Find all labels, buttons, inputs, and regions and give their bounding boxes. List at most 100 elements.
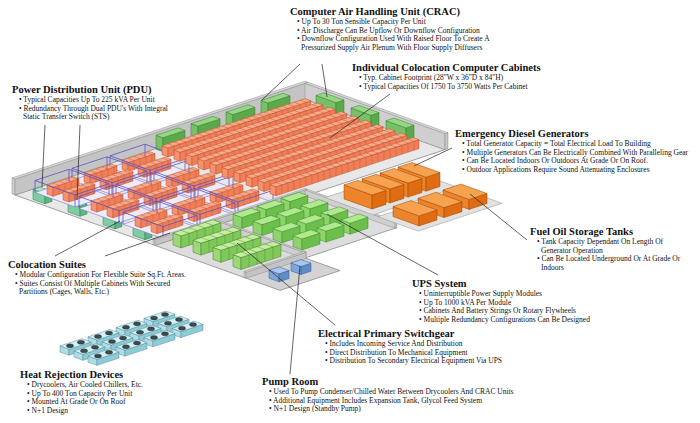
cabinet-row-divider	[212, 202, 218, 204]
drycooler-top	[172, 321, 203, 332]
cabinet-row-divider	[212, 207, 213, 216]
callout-bullet: • Suites Consist Of Multiple Cabinets Wi…	[10, 280, 188, 297]
cabinet-row-divider	[318, 173, 319, 182]
cabinet-row-divider	[354, 132, 360, 134]
cabinet-row-divider	[312, 105, 318, 107]
cabinet-row-divider	[134, 187, 140, 189]
cabinet-row-divider	[216, 145, 222, 147]
cabinet-row-divider	[246, 159, 252, 161]
cabinet-row-divider	[324, 142, 330, 144]
cabinet-row-divider	[336, 163, 342, 165]
cabinet-row-divider	[288, 112, 294, 114]
ups-module-top	[281, 192, 308, 201]
cabinet-row-divider	[300, 133, 306, 135]
ups-module-top	[317, 222, 344, 231]
cabinet-row-divider	[378, 153, 379, 162]
cabinet-row-divider	[246, 143, 252, 145]
cabinet-row-divider	[198, 134, 204, 136]
switchgear-lineup-divider	[273, 247, 274, 259]
cabinet-row-divider	[330, 165, 336, 167]
cabinet-row-divider	[240, 137, 246, 139]
cabinet-row-divider	[134, 156, 140, 158]
cabinet-row-divider	[246, 126, 252, 128]
suite-cage	[160, 189, 235, 215]
cabinet-row-divider	[282, 156, 288, 158]
callout-bullet: • Outdoor Applications Require Sound Att…	[457, 166, 693, 175]
cage-post	[113, 185, 114, 197]
cabinet-row-divider	[192, 152, 198, 154]
cabinet-row-top	[210, 183, 243, 194]
cabinet-row-divider	[186, 138, 192, 140]
cabinet-row-divider	[252, 166, 258, 168]
cabinet-row-divider	[288, 183, 289, 192]
pump-room-floor	[245, 258, 340, 290]
cabinet-row-top	[151, 214, 183, 225]
switchgear-lineup-divider	[265, 250, 266, 262]
cabinet-row-divider	[112, 175, 118, 177]
cabinet-row-divider	[300, 100, 306, 102]
cabinet-row-divider	[300, 142, 306, 144]
cabinet-row-divider	[181, 217, 182, 226]
cabinet-row-divider	[324, 150, 330, 152]
cabinet-row-divider	[414, 141, 415, 150]
cabinet-row-divider	[258, 131, 264, 133]
cabinet-row-divider	[294, 110, 300, 112]
crac-unit-top	[386, 118, 414, 128]
callout-bullet: • Used To Pump Condenser/Chilled Water B…	[264, 388, 552, 397]
ups-module-top	[233, 208, 260, 217]
cabinet-row-divider	[264, 129, 270, 131]
drycooler-fan	[122, 325, 129, 329]
cabinet-row-divider	[348, 159, 354, 161]
cabinet-row-divider	[300, 150, 306, 152]
cabinet-row-divider	[130, 173, 131, 182]
cabinet-row-divider	[174, 142, 180, 144]
callout-bullet: • Multiple Generators Can Be Electricall…	[457, 149, 693, 158]
cabinet-row-divider	[140, 189, 141, 198]
cabinet-row-divider	[222, 126, 228, 128]
cabinet-row-divider	[196, 197, 202, 199]
cabinet-row-divider	[270, 135, 276, 137]
cabinet-row-divider	[396, 135, 402, 137]
cabinet-row-divider	[390, 145, 396, 147]
cabinet-row-divider	[312, 171, 318, 173]
cage-post	[194, 186, 195, 198]
cabinet-row-top	[84, 164, 117, 175]
drycooler-fan	[150, 316, 157, 320]
cabinet-row-divider	[204, 148, 210, 150]
cabinet-row-divider	[342, 119, 348, 121]
cabinet-row-divider	[156, 160, 162, 162]
cabinet-row-divider	[234, 147, 240, 149]
cabinet-row-divider	[324, 134, 330, 136]
cabinet-row-divider	[270, 152, 276, 154]
leader-line	[322, 64, 327, 97]
cabinet-row-divider	[210, 146, 216, 148]
cabinet-row-divider	[144, 164, 150, 166]
callout-bullet: • Typical Capacities Of 1750 To 3750 Wat…	[354, 83, 567, 92]
cabinet-row-divider	[342, 144, 348, 146]
cabinet-row-divider	[288, 170, 294, 172]
cabinet-row-divider	[240, 145, 246, 147]
cage-post	[150, 170, 151, 182]
pump-top	[269, 267, 289, 274]
cabinet-row-divider	[216, 190, 222, 192]
ups-module-top	[301, 200, 328, 209]
cabinet-row-divider	[246, 135, 252, 137]
cabinet-row-divider	[288, 179, 294, 181]
cabinet-row-top	[63, 182, 95, 193]
cabinet-row-divider	[258, 114, 264, 116]
cabinet-row-divider	[366, 136, 372, 138]
ups-module-top	[293, 230, 320, 239]
drycooler-fan	[178, 326, 185, 330]
ups-module-top	[273, 223, 300, 232]
cabinet-row-divider	[360, 147, 366, 149]
cage-post	[156, 199, 157, 211]
cabinet-row-divider	[306, 156, 312, 158]
switchgear-lineup-divider	[189, 233, 190, 245]
cabinet-row-divider	[270, 110, 276, 112]
drycooler-fan	[94, 354, 101, 358]
cabinet-row-divider	[246, 151, 252, 153]
cabinet-row-divider	[324, 117, 330, 119]
callout-heading: Individual Colocation Computer Cabinets	[352, 62, 567, 74]
cabinet-row-divider	[288, 121, 294, 123]
cabinet-row-divider	[270, 168, 276, 170]
